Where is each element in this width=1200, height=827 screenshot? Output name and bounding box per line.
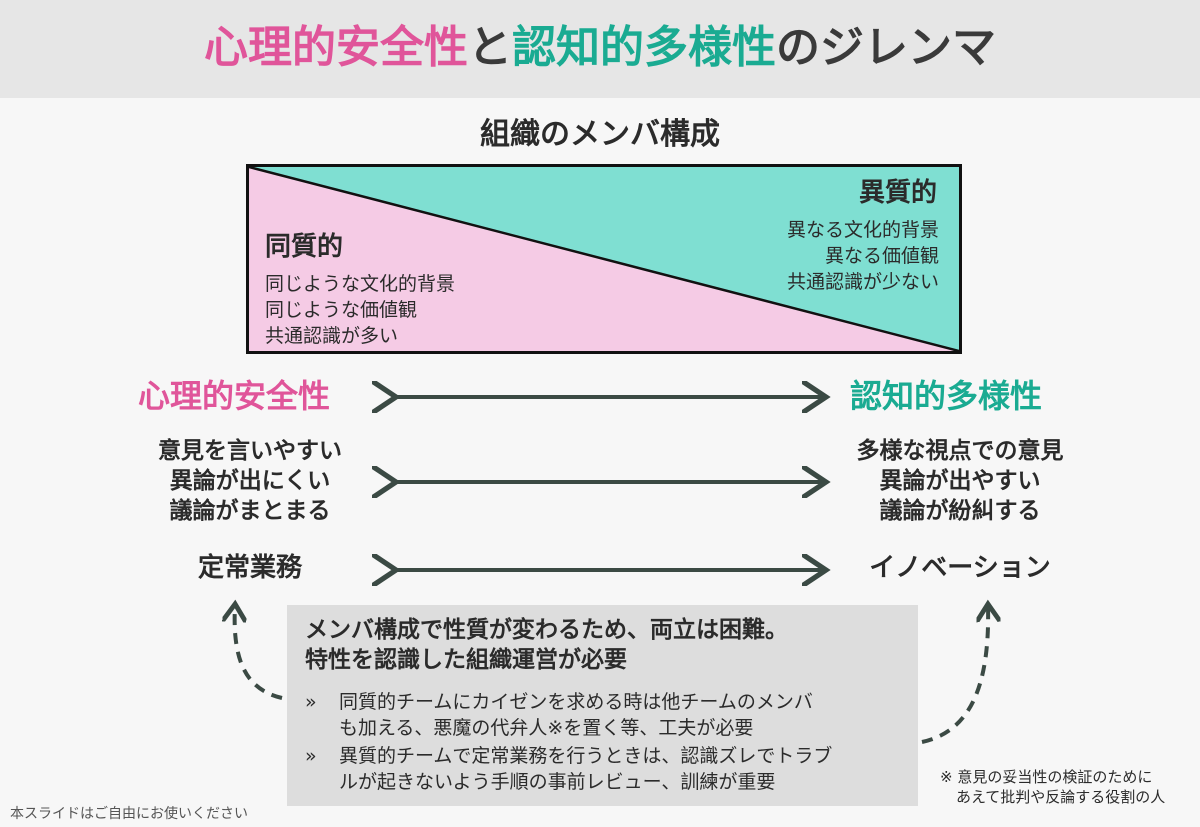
title-psychological-safety: 心理的安全性 bbox=[204, 22, 468, 73]
conclusion-box: メンバ構成で性質が変わるため、両立は困難。 特性を認識した組織運営が必要 » 同… bbox=[287, 605, 918, 806]
conclusion-line: メンバ構成で性質が変わるため、両立は困難。 bbox=[305, 617, 788, 643]
heterogeneous-title: 異質的 bbox=[858, 178, 937, 208]
bullet-chevron-icon: » bbox=[305, 745, 317, 767]
homogeneous-trait: 同じような価値観 bbox=[265, 299, 418, 321]
bullet-line: 同質的チームにカイゼンを求める時は他チームのメンバ bbox=[339, 691, 813, 713]
composition-heading: 組織のメンバ構成 bbox=[480, 117, 720, 152]
right-trait: 議論が紛糾する bbox=[879, 498, 1041, 524]
heterogeneous-traits: 異なる文化的背景 異なる価値観 共通認識が少ない bbox=[787, 217, 939, 295]
psychological-safety-heading: 心理的安全性 bbox=[138, 377, 331, 415]
footer-usage-note: 本スライドはご自由にお使いください bbox=[10, 806, 248, 822]
title-bar bbox=[0, 0, 1200, 98]
heterogeneous-trait: 共通認識が少ない bbox=[786, 271, 939, 293]
left-trait: 議論がまとまる bbox=[169, 498, 331, 524]
bullet-line: も加える、悪魔の代弁人※を置く等、工夫が必要 bbox=[339, 717, 754, 739]
footnote-line: あえて批判や反論する役割の人 bbox=[956, 788, 1166, 806]
title-cognitive-diversity: 認知的多様性 bbox=[512, 22, 776, 73]
page-title: 心理的安全性と認知的多様性のジレンマ bbox=[0, 18, 1200, 78]
composition-diagram: 同質的 同じような文化的背景 同じような価値観 共通認識が多い 異質的 異なる文… bbox=[246, 164, 962, 354]
footnote: ※ 意見の妥当性の検証のために あえて批判や反論する役割の人 bbox=[940, 767, 1190, 807]
bullet-line: ルが起きないよう手順の事前レビュー、訓練が重要 bbox=[339, 771, 776, 793]
composition-split-graphic bbox=[249, 167, 959, 351]
right-dashed-curved-arrow bbox=[921, 606, 988, 744]
homogeneous-trait: 共通認識が多い bbox=[265, 325, 399, 347]
routine-work-label: 定常業務 bbox=[197, 553, 302, 583]
right-trait: 多様な視点での意見 bbox=[856, 438, 1064, 464]
right-trait: 異論が出やすい bbox=[879, 468, 1041, 494]
bullet-text: 同質的チームにカイゼンを求める時は他チームのメンバ も加える、悪魔の代弁人※を置… bbox=[339, 689, 901, 741]
cognitive-diversity-traits: 多様な視点での意見 異論が出やすい 議論が紛糾する bbox=[830, 436, 1090, 526]
footnote-line: ※ 意見の妥当性の検証のために bbox=[940, 768, 1153, 786]
conclusion-line: 特性を認識した組織運営が必要 bbox=[305, 647, 627, 673]
homogeneous-traits: 同じような文化的背景 同じような価値観 共通認識が多い bbox=[265, 271, 455, 349]
title-dilemma: のジレンマ bbox=[776, 22, 996, 73]
left-trait: 意見を言いやすい bbox=[158, 438, 342, 464]
bullet-line: 異質的チームで定常業務を行うときは、認識ズレでトラブ bbox=[339, 745, 833, 767]
conclusion-main-text: メンバ構成で性質が変わるため、両立は困難。 特性を認識した組織運営が必要 bbox=[305, 615, 905, 675]
left-trait: 異論が出にくい bbox=[169, 468, 331, 494]
homogeneous-trait: 同じような文化的背景 bbox=[265, 273, 456, 295]
psychological-safety-traits: 意見を言いやすい 異論が出にくい 議論がまとまる bbox=[120, 436, 380, 526]
cognitive-diversity-heading: 認知的多様性 bbox=[850, 377, 1043, 415]
bullet-chevron-icon: » bbox=[305, 691, 317, 713]
left-dashed-curved-arrow bbox=[235, 606, 283, 700]
innovation-label: イノベーション bbox=[869, 553, 1051, 583]
bullet-text: 異質的チームで定常業務を行うときは、認識ズレでトラブ ルが起きないよう手順の事前… bbox=[339, 743, 901, 795]
homogeneous-title: 同質的 bbox=[265, 232, 344, 262]
title-and: と bbox=[468, 22, 512, 73]
heterogeneous-trait: 異なる価値観 bbox=[824, 245, 939, 267]
composition-diagonal bbox=[249, 167, 959, 351]
heterogeneous-trait: 異なる文化的背景 bbox=[786, 219, 939, 241]
